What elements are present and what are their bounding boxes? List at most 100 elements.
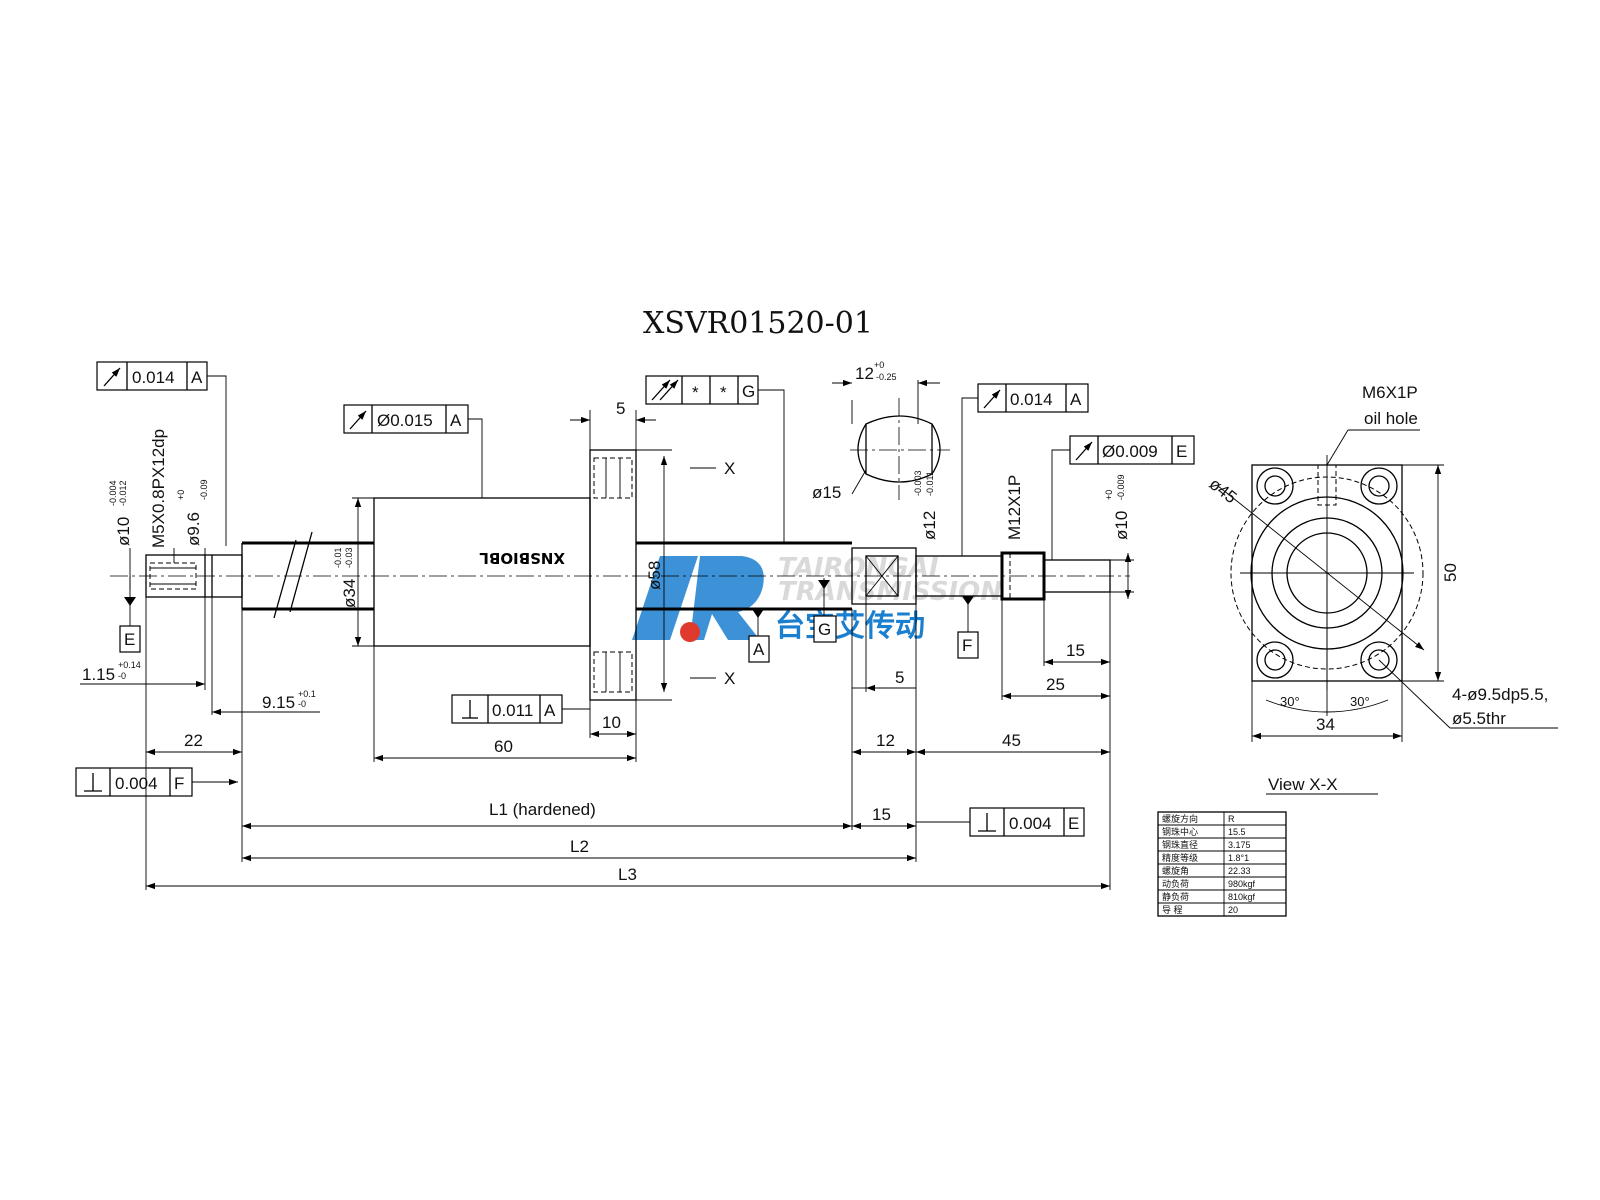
spec-table-key: 钢珠直径 — [1162, 839, 1198, 850]
watermark-text-en-1: TAIRONGAI — [778, 553, 939, 583]
svg-text:+0.14: +0.14 — [118, 660, 141, 670]
svg-text:9.15: 9.15 — [262, 693, 295, 712]
datum-a: A — [748, 609, 770, 663]
drawing-title: XSVR01520-01 — [643, 306, 873, 341]
spec-table-value: 15.5 — [1228, 827, 1246, 837]
spec-table-key: 钢珠中心 — [1162, 826, 1198, 837]
spec-table-key: 导 程 — [1162, 905, 1183, 915]
gdt-frame-flange-runout: * * G — [645, 375, 785, 543]
svg-text:M12X1P: M12X1P — [1005, 475, 1024, 540]
gdt-frame-right-perp: 0.004 E — [916, 807, 1085, 837]
svg-text:0.014: 0.014 — [132, 368, 175, 387]
svg-text:X: X — [724, 459, 735, 478]
svg-text:-0.009: -0.009 — [1116, 474, 1126, 500]
svg-text:A: A — [1070, 390, 1082, 409]
spec-table-value: 3.175 — [1228, 840, 1251, 850]
svg-text:4-ø9.5dp5.5,: 4-ø9.5dp5.5, — [1452, 685, 1548, 704]
dim-right-shaft-dia: ø12 -0.003 -0.011 — [913, 470, 939, 540]
gdt-frame-nut-runout: Ø0.015 A — [343, 404, 483, 498]
svg-text:A: A — [191, 368, 203, 387]
svg-text:0.004: 0.004 — [115, 774, 158, 793]
nut-flange — [589, 449, 637, 701]
shaft-break-mark — [273, 539, 297, 619]
svg-text:15: 15 — [1066, 641, 1085, 660]
dim-snap-1: 1.15 +0.14 -0 — [80, 660, 205, 688]
flange-hole-bottom — [593, 651, 633, 693]
svg-text:0.004: 0.004 — [1009, 814, 1052, 833]
spec-table-key: 动负荷 — [1162, 878, 1189, 889]
section-marker-top: X — [690, 459, 735, 478]
svg-text:-0: -0 — [118, 671, 126, 681]
svg-text:ø9.6: ø9.6 — [184, 512, 203, 546]
svg-text:45: 45 — [1002, 731, 1021, 750]
dim-left-shaft-dia: ø10 -0.004 -0.012 — [108, 480, 133, 590]
svg-text:0.014: 0.014 — [1010, 390, 1053, 409]
dim-10: 10 — [590, 713, 636, 738]
wrench-flats — [865, 555, 899, 597]
svg-text:-0.011: -0.011 — [925, 471, 935, 496]
svg-text:10: 10 — [602, 713, 621, 732]
ball-screw-main-view: XNSBIOBL — [110, 449, 1130, 701]
gdt-frame-flange-perp: 0.011 A — [451, 694, 590, 724]
spec-table-key: 螺旋角 — [1162, 865, 1189, 876]
dim-12: 12 — [852, 731, 916, 756]
svg-text:15: 15 — [872, 805, 891, 824]
key-section-view: 12 +0 -0.25 ø15 — [812, 360, 950, 502]
dim-flange-5: 5 — [570, 399, 656, 424]
svg-text:G: G — [742, 382, 755, 401]
dim-15b: 15 — [852, 805, 916, 830]
spec-table-key: 静负荷 — [1162, 891, 1189, 902]
svg-text:oil hole: oil hole — [1364, 409, 1418, 428]
view-x-x: M6X1P oil hole ø45 50 34 30° 30° 4-ø9.5d… — [1206, 383, 1558, 795]
svg-text:ø34: ø34 — [340, 579, 359, 608]
spec-table-value: 810kgf — [1228, 892, 1256, 902]
spec-table-value: 20 — [1228, 905, 1238, 915]
svg-text:*: * — [720, 383, 727, 402]
svg-text:-0.012: -0.012 — [118, 480, 128, 506]
svg-text:-0: -0 — [298, 699, 306, 709]
left-thread-hole — [149, 562, 197, 590]
svg-text:-0.003: -0.003 — [913, 470, 923, 496]
svg-text:25: 25 — [1046, 675, 1065, 694]
svg-text:+0: +0 — [176, 490, 186, 500]
svg-text:Ø0.015: Ø0.015 — [377, 411, 433, 430]
watermark-text-en-2: TRANSMISSION — [778, 577, 1002, 607]
spec-table-key: 螺旋方向 — [1162, 813, 1198, 824]
svg-text:34: 34 — [1316, 715, 1335, 734]
dim-l3: L3 — [146, 865, 1110, 890]
svg-text:60: 60 — [494, 737, 513, 756]
svg-text:-0.004: -0.004 — [108, 480, 118, 506]
svg-text:-0.03: -0.03 — [344, 547, 354, 568]
svg-text:5: 5 — [616, 399, 625, 418]
svg-text:+0: +0 — [1104, 490, 1114, 500]
svg-text:L3: L3 — [618, 865, 637, 884]
pcd-circle — [1230, 476, 1424, 670]
spec-table-value: 980kgf — [1228, 879, 1256, 889]
spec-table-value: R — [1228, 814, 1235, 824]
svg-text:ø10: ø10 — [1112, 511, 1131, 540]
dim-flange-dia: ø58 — [636, 449, 672, 701]
svg-text:M6X1P: M6X1P — [1362, 383, 1418, 402]
svg-text:A: A — [753, 640, 765, 659]
datum-g: G — [813, 578, 837, 643]
watermark-text-cn: 台宝艾传动 — [775, 609, 925, 644]
section-marker-bottom: X — [690, 669, 735, 688]
dim-25: 25 — [1002, 675, 1110, 700]
svg-text:E: E — [1068, 814, 1079, 833]
dim-thread-right: M12X1P — [1005, 475, 1024, 540]
dim-thread-left: M5X0.8PX12dp — [149, 429, 175, 563]
svg-text:30°: 30° — [1280, 694, 1300, 709]
gdt-frame-end-runout: Ø0.009 E — [1051, 435, 1195, 560]
dim-l2: L2 — [242, 837, 916, 862]
nut-body — [373, 497, 591, 647]
svg-text:ø10: ø10 — [114, 517, 133, 546]
svg-text:+0.1: +0.1 — [298, 689, 316, 699]
gdt-frame-left-perp: 0.004 F — [75, 767, 238, 797]
spec-table-value: 22.33 — [1228, 866, 1251, 876]
svg-text:E: E — [124, 630, 135, 649]
pcd-label: ø45 — [1206, 474, 1241, 507]
key-width-label: 12 — [855, 364, 874, 383]
svg-text:F: F — [962, 636, 972, 655]
dim-60: 60 — [374, 737, 636, 762]
dim-l1: L1 (hardened) — [242, 800, 852, 830]
